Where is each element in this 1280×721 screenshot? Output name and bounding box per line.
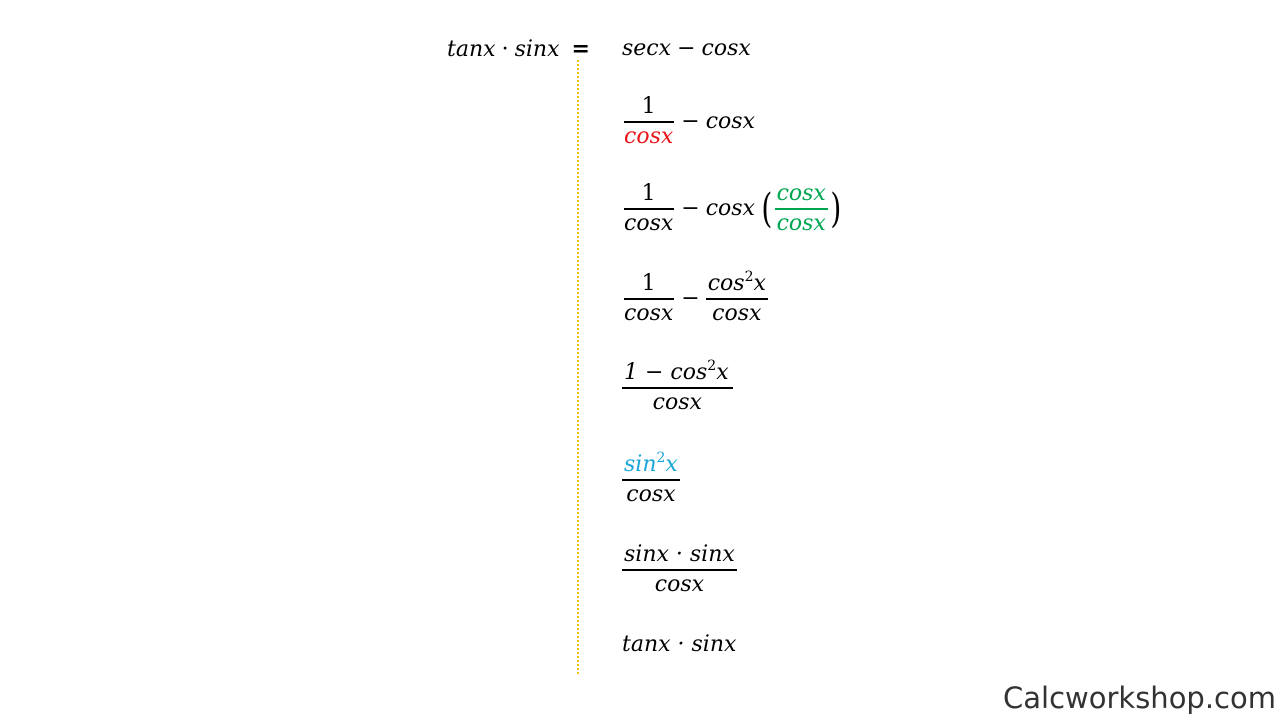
step-4-fraction-a: 1 cosx <box>622 273 675 325</box>
step-4-denominator-a: cosx <box>624 301 674 326</box>
step-2-term: cosx <box>705 109 755 134</box>
step-6: sin2x cosx <box>622 451 680 507</box>
step-6-exponent: 2 <box>656 450 666 466</box>
step-4-var: x <box>753 271 766 296</box>
step-2-minus: − <box>681 109 700 134</box>
step-3-minus: − <box>681 196 700 221</box>
step-5-denominator: cosx <box>652 390 702 415</box>
step-7-numerator: sinx · sinx <box>622 544 737 571</box>
lhs-dot: · <box>501 37 509 62</box>
step-1-var-a: x <box>658 36 672 61</box>
step-6-denominator: cosx <box>626 482 676 507</box>
step-4: 1 cosx − cos2x cosx <box>622 270 768 326</box>
lhs-tan: tan <box>447 37 484 62</box>
step-6-fraction: sin2x cosx <box>622 451 680 507</box>
lhs-tan-var: x <box>483 37 496 62</box>
step-2-numerator: 1 <box>623 96 674 123</box>
step-5-numerator: 1 − cos2x <box>622 359 733 389</box>
step-6-var: x <box>665 452 678 477</box>
step-3-right-paren: ) <box>830 186 842 232</box>
step-7-fraction: sinx · sinx cosx <box>622 544 737 596</box>
proof-divider <box>577 60 579 674</box>
step-1-cos: cos <box>701 36 739 61</box>
step-8-result: tanx · sinx <box>622 632 737 657</box>
step-6-sin: sin <box>624 452 657 477</box>
step-3: 1 cosx − cosx ( cosx cosx ) <box>622 183 843 235</box>
step-8: tanx · sinx <box>622 634 736 656</box>
step-2-denominator: cosx <box>624 124 674 149</box>
step-3-unit-numerator: cosx <box>774 183 828 210</box>
step-4-fraction-b: cos2x cosx <box>705 270 768 326</box>
step-4-numerator-b: cos2x <box>705 270 768 300</box>
step-6-numerator: sin2x <box>622 451 680 481</box>
step-4-numerator-a: 1 <box>623 273 674 300</box>
step-3-term: cosx <box>705 196 755 221</box>
step-3-unit-fraction: cosx cosx <box>774 183 828 236</box>
step-4-cos: cos <box>707 271 745 296</box>
step-4-denominator-b: cosx <box>712 301 762 326</box>
step-3-denominator: cosx <box>624 211 674 236</box>
step-3-unit-denominator: cosx <box>776 211 826 236</box>
step-5-exponent: 2 <box>707 358 717 374</box>
step-5-var: x <box>716 360 729 385</box>
step-4-minus: − <box>681 286 700 311</box>
watermark: Calcworkshop.com <box>1003 681 1276 715</box>
step-1-var-b: x <box>738 36 751 61</box>
step-7-denominator: cosx <box>654 572 705 597</box>
step-4-exponent: 2 <box>744 269 754 285</box>
identity-lhs: tanx·sinx= <box>447 38 590 61</box>
lhs-sin: sin <box>514 37 548 62</box>
step-2-fraction: 1 cosx <box>622 96 675 148</box>
step-1-minus: − <box>677 36 696 61</box>
step-5-numerator-a: 1 − cos <box>624 360 708 385</box>
step-3-fraction: 1 cosx <box>622 183 675 235</box>
step-3-left-paren: ( <box>761 186 773 232</box>
step-7: sinx · sinx cosx <box>622 544 737 596</box>
step-5: 1 − cos2x cosx <box>622 359 733 415</box>
step-2: 1 cosx − cosx <box>622 96 755 148</box>
equals-sign: = <box>571 36 590 62</box>
lhs-sin-var: x <box>547 37 560 62</box>
step-5-fraction: 1 − cos2x cosx <box>622 359 733 415</box>
step-1-sec: sec <box>622 36 659 61</box>
step-3-numerator: 1 <box>623 183 674 210</box>
